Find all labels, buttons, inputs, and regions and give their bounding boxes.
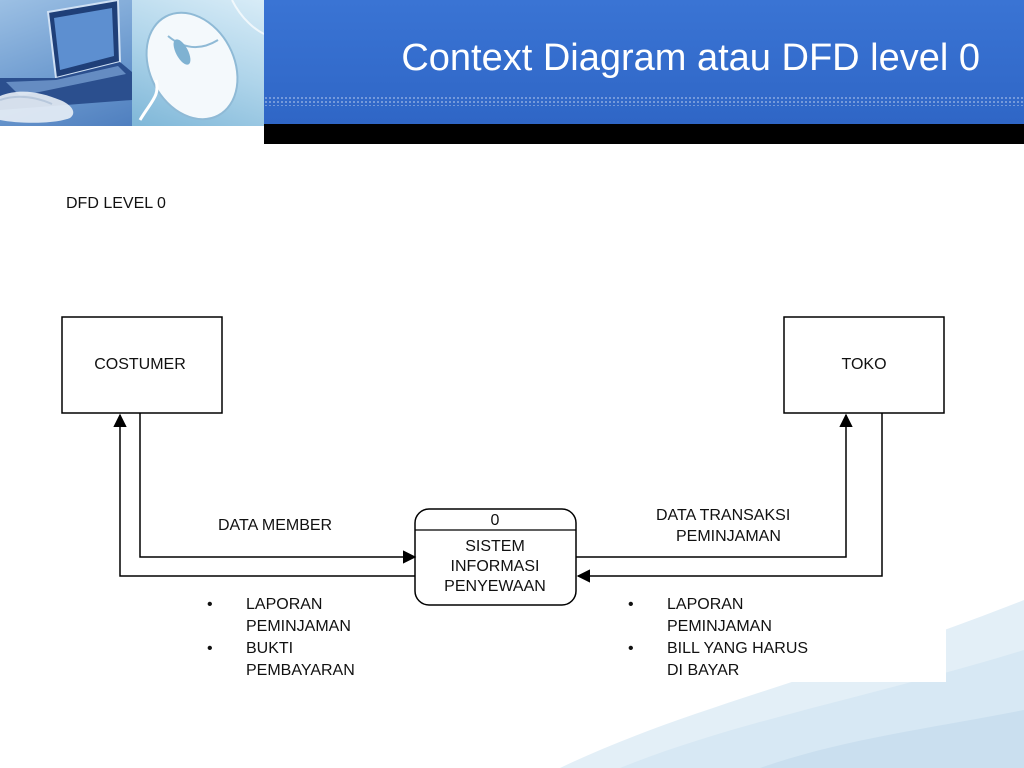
output-costumer-1-line-1: LAPORAN (246, 596, 322, 613)
bullet-marker: • (207, 596, 213, 613)
entity-costumer-box (61, 316, 223, 414)
header-black-bar (264, 124, 1024, 144)
flow-label-data-member: DATA MEMBER (218, 517, 332, 534)
flow-data-member (139, 413, 417, 564)
output-toko-2-line-2: DI BAYAR (667, 662, 739, 679)
entity-toko-label: TOKO (841, 356, 886, 373)
flow-to-process (576, 413, 883, 583)
entity-costumer-label: COSTUMER (94, 356, 186, 373)
flow-label-data-transaksi-line-1: DATA TRANSAKSI (656, 507, 790, 524)
header-dotted-strip (264, 96, 1024, 106)
bullet-marker: • (207, 640, 213, 657)
output-costumer-1-line-2: PEMINJAMAN (246, 618, 351, 635)
slide-header: Context Diagram atau DFD level 0 (0, 0, 1024, 144)
mouse-icon (138, 0, 264, 121)
entity-toko-box (783, 316, 945, 414)
process-label-line-3: PENYEWAAN (444, 578, 546, 595)
diagram-heading: DFD LEVEL 0 (66, 195, 166, 212)
flow-to-costumer (113, 413, 415, 577)
process-label-line-1: SISTEM (465, 538, 525, 555)
laptop-photo (0, 0, 132, 126)
bullet-marker: • (628, 640, 634, 657)
output-toko-2-line-1: BILL YANG HARUS (667, 640, 808, 657)
flow-data-transaksi (576, 413, 853, 558)
dfd-diagram-panel: DFD LEVEL 0 COSTUMER TOKO 0 SISTEM INFOR… (60, 172, 946, 682)
output-toko-1-line-2: PEMINJAMAN (667, 618, 772, 635)
flow-label-data-transaksi-line-2: PEMINJAMAN (676, 528, 781, 545)
process-label-line-2: INFORMASI (451, 558, 540, 575)
output-costumer-2-line-2: PEMBAYARAN (246, 662, 355, 679)
process-number: 0 (491, 512, 500, 529)
output-costumer-2-line-1: BUKTI (246, 640, 293, 657)
mouse-photo (132, 0, 264, 126)
dfd-diagram: DFD LEVEL 0 COSTUMER TOKO 0 SISTEM INFOR… (61, 195, 945, 679)
laptop-icon (0, 0, 132, 123)
bullet-marker: • (628, 596, 634, 613)
output-toko-1-line-1: LAPORAN (667, 596, 743, 613)
page-title: Context Diagram atau DFD level 0 (401, 37, 980, 79)
